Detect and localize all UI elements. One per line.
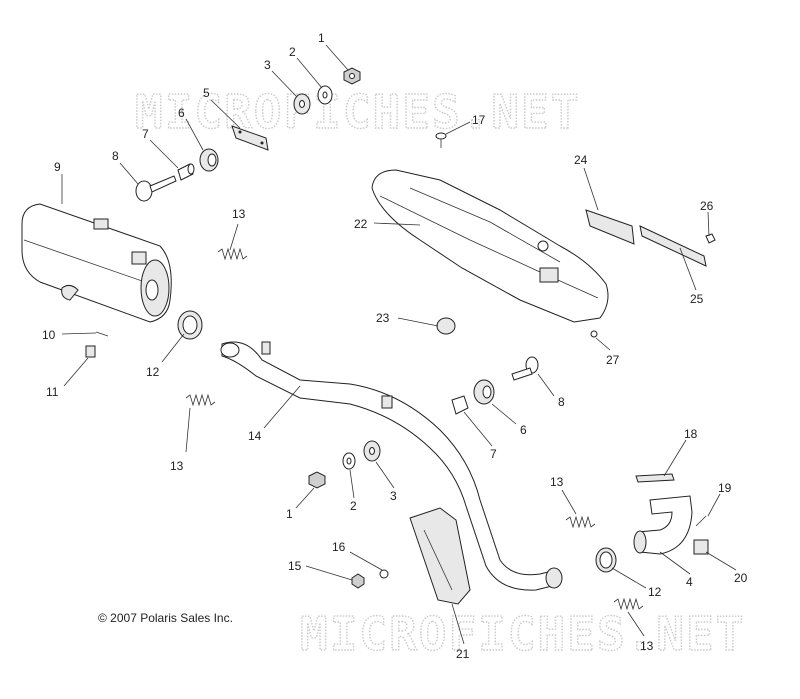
callout-5: 5	[203, 86, 210, 100]
callout-13-b: 13	[170, 459, 184, 473]
pin-part-10	[95, 331, 109, 337]
bolt-part-8	[135, 175, 177, 202]
gasket-part-24	[585, 209, 635, 245]
callout-6: 6	[178, 106, 185, 120]
washer-part-3-b	[363, 440, 381, 462]
callout-13-a: 13	[232, 207, 246, 221]
washer-part-16	[379, 569, 389, 579]
callout-17: 17	[472, 113, 486, 127]
callout-2: 2	[289, 45, 296, 59]
callout-19: 19	[718, 481, 732, 495]
elbow-pipe-part-4	[633, 495, 693, 555]
callout-8: 8	[112, 149, 119, 163]
callout-12-a: 12	[146, 365, 160, 379]
callout-4: 4	[686, 575, 693, 589]
callout-26: 26	[700, 199, 714, 213]
nut-part-1-b	[308, 471, 326, 489]
callout-12-b: 12	[648, 585, 662, 599]
clip-part-19	[695, 515, 707, 527]
gasket-part-18	[635, 473, 675, 483]
sleeve-part-7	[177, 163, 195, 181]
grommet-part-6	[199, 148, 219, 172]
callout-15: 15	[288, 559, 302, 573]
watermark-bottom: MICROFICHES.NET	[300, 607, 745, 661]
callout-13-c: 13	[550, 475, 564, 489]
callout-3: 3	[264, 58, 271, 72]
callout-21: 21	[456, 647, 470, 661]
callout-16: 16	[332, 540, 346, 554]
nut-part-15	[351, 573, 365, 589]
callout-3-b: 3	[390, 489, 397, 503]
heat-shield-part-22	[371, 169, 609, 323]
copyright-notice: © 2007 Polaris Sales Inc.	[98, 611, 233, 625]
callout-10: 10	[42, 328, 56, 342]
gasket-ring-part-12-b	[595, 547, 617, 573]
head-pipe-part-14	[220, 341, 563, 591]
callout-13-d: 13	[640, 639, 654, 653]
leader-lines	[61, 44, 737, 645]
gasket-ring-part-12-a	[177, 310, 203, 340]
muffler-part-9	[21, 203, 172, 323]
washer-part-3	[293, 93, 311, 115]
spring-part-13-c	[565, 515, 596, 529]
grommet-part-6-b	[473, 379, 495, 405]
plug-part-23	[436, 317, 456, 335]
nut-part-1	[343, 67, 361, 85]
callout-8-b: 8	[558, 395, 565, 409]
bracket-part-5	[231, 125, 269, 151]
screw-part-17	[435, 132, 447, 148]
washer-part-2	[317, 85, 333, 105]
gasket-part-25	[639, 225, 707, 267]
callout-27: 27	[606, 353, 620, 367]
bushing-part-11	[85, 345, 96, 358]
callout-22: 22	[354, 217, 368, 231]
callout-18: 18	[684, 427, 698, 441]
watermark-top: MICROFICHES.NET	[135, 85, 580, 139]
clip-part-26	[705, 233, 716, 244]
callout-6-b: 6	[520, 423, 527, 437]
callout-25: 25	[690, 292, 704, 306]
nut-part-27	[590, 330, 598, 338]
callout-7: 7	[142, 127, 149, 141]
spring-part-13-d	[613, 597, 644, 611]
heat-shield-part-21	[409, 507, 471, 605]
callout-1-b: 1	[286, 507, 293, 521]
callout-1: 1	[318, 31, 325, 45]
callout-20: 20	[734, 571, 748, 585]
callout-14: 14	[248, 429, 262, 443]
callout-labels: 1 2 3 5 6 7 8 9 13 17 22 24 26 25 23 27 …	[42, 31, 748, 661]
callout-9: 9	[54, 160, 61, 174]
spring-part-13-a	[217, 247, 248, 261]
callout-23: 23	[376, 311, 390, 325]
sleeve-part-7-b	[451, 395, 469, 415]
bolt-part-8-b	[511, 356, 539, 381]
callout-11: 11	[46, 385, 59, 399]
bushing-part-20	[693, 539, 709, 555]
callout-7-b: 7	[490, 447, 497, 461]
callout-24: 24	[574, 153, 588, 167]
callout-2-b: 2	[350, 499, 357, 513]
washer-part-2-b	[342, 452, 356, 470]
spring-part-13-b	[185, 393, 216, 407]
